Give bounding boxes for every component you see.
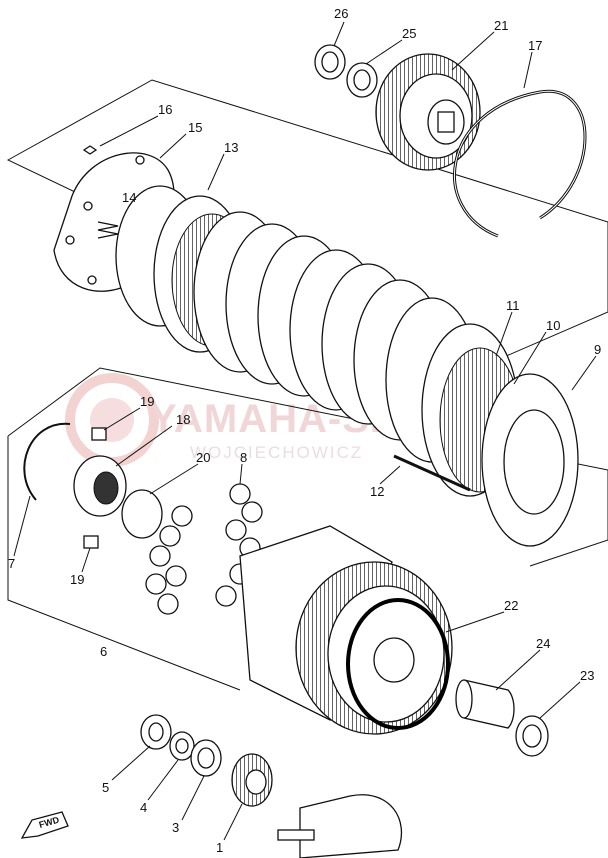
callout-10: 10 [546, 318, 560, 333]
lever-part-18 [73, 455, 127, 517]
callout-24: 24 [536, 636, 550, 651]
callout-26: 26 [334, 6, 348, 21]
friction-plate-stack [115, 185, 579, 547]
callout-9: 9 [594, 342, 601, 357]
nut-part-5 [140, 714, 172, 750]
callout-25: 25 [402, 26, 416, 41]
leader-lines [13, 21, 597, 841]
washer-part-25 [346, 62, 378, 98]
callout-16: 16 [158, 102, 172, 117]
watermark-subtitle: WOJCIECHOWICZ [190, 443, 363, 462]
washer-part-4 [169, 731, 195, 761]
callout-1: 1 [216, 840, 223, 855]
ring-part-20 [121, 489, 163, 539]
callout-12: 12 [370, 484, 384, 499]
callout-4: 4 [140, 800, 147, 815]
circlip-part-7 [23, 422, 71, 501]
callout-14: 14 [122, 190, 136, 205]
callout-3: 3 [172, 820, 179, 835]
spacer-part-19-lower [83, 535, 99, 549]
crankshaft-end [277, 794, 403, 858]
callout-labels: 26 25 21 17 16 15 13 14 11 10 9 19 18 20… [8, 6, 601, 855]
callout-23: 23 [580, 668, 594, 683]
forward-arrow-icon: FWD [20, 811, 69, 839]
callout-8: 8 [240, 450, 247, 465]
gear-part-1 [231, 753, 273, 807]
lower-group-frame [7, 436, 241, 691]
screw-part-16 [82, 145, 98, 155]
callout-6: 6 [100, 644, 107, 659]
callout-15: 15 [188, 120, 202, 135]
callout-19-upper: 19 [140, 394, 154, 409]
callout-20: 20 [196, 450, 210, 465]
callout-18: 18 [176, 412, 190, 427]
push-rod-part-12 [393, 454, 471, 492]
washer-part-3 [190, 739, 222, 777]
middle-group-frame [7, 367, 608, 567]
callout-22: 22 [504, 598, 518, 613]
clutch-housing-part-6 [239, 525, 453, 735]
nut-part-26 [314, 44, 346, 80]
callout-17: 17 [528, 38, 542, 53]
highlighted-gear-part-22 [346, 598, 450, 730]
clutch-boss-part-21 [375, 53, 481, 171]
callout-13: 13 [224, 140, 238, 155]
callout-5: 5 [102, 780, 109, 795]
circlip-part-17 [453, 89, 587, 238]
washer-part-23 [515, 715, 549, 757]
spacer-part-19-upper [91, 427, 107, 441]
callout-7: 7 [8, 556, 15, 571]
spring-part-14 [97, 221, 119, 239]
callout-21: 21 [494, 18, 508, 33]
callout-19-lower: 19 [70, 572, 84, 587]
bushing-part-24 [455, 679, 515, 729]
callout-11: 11 [506, 298, 520, 313]
